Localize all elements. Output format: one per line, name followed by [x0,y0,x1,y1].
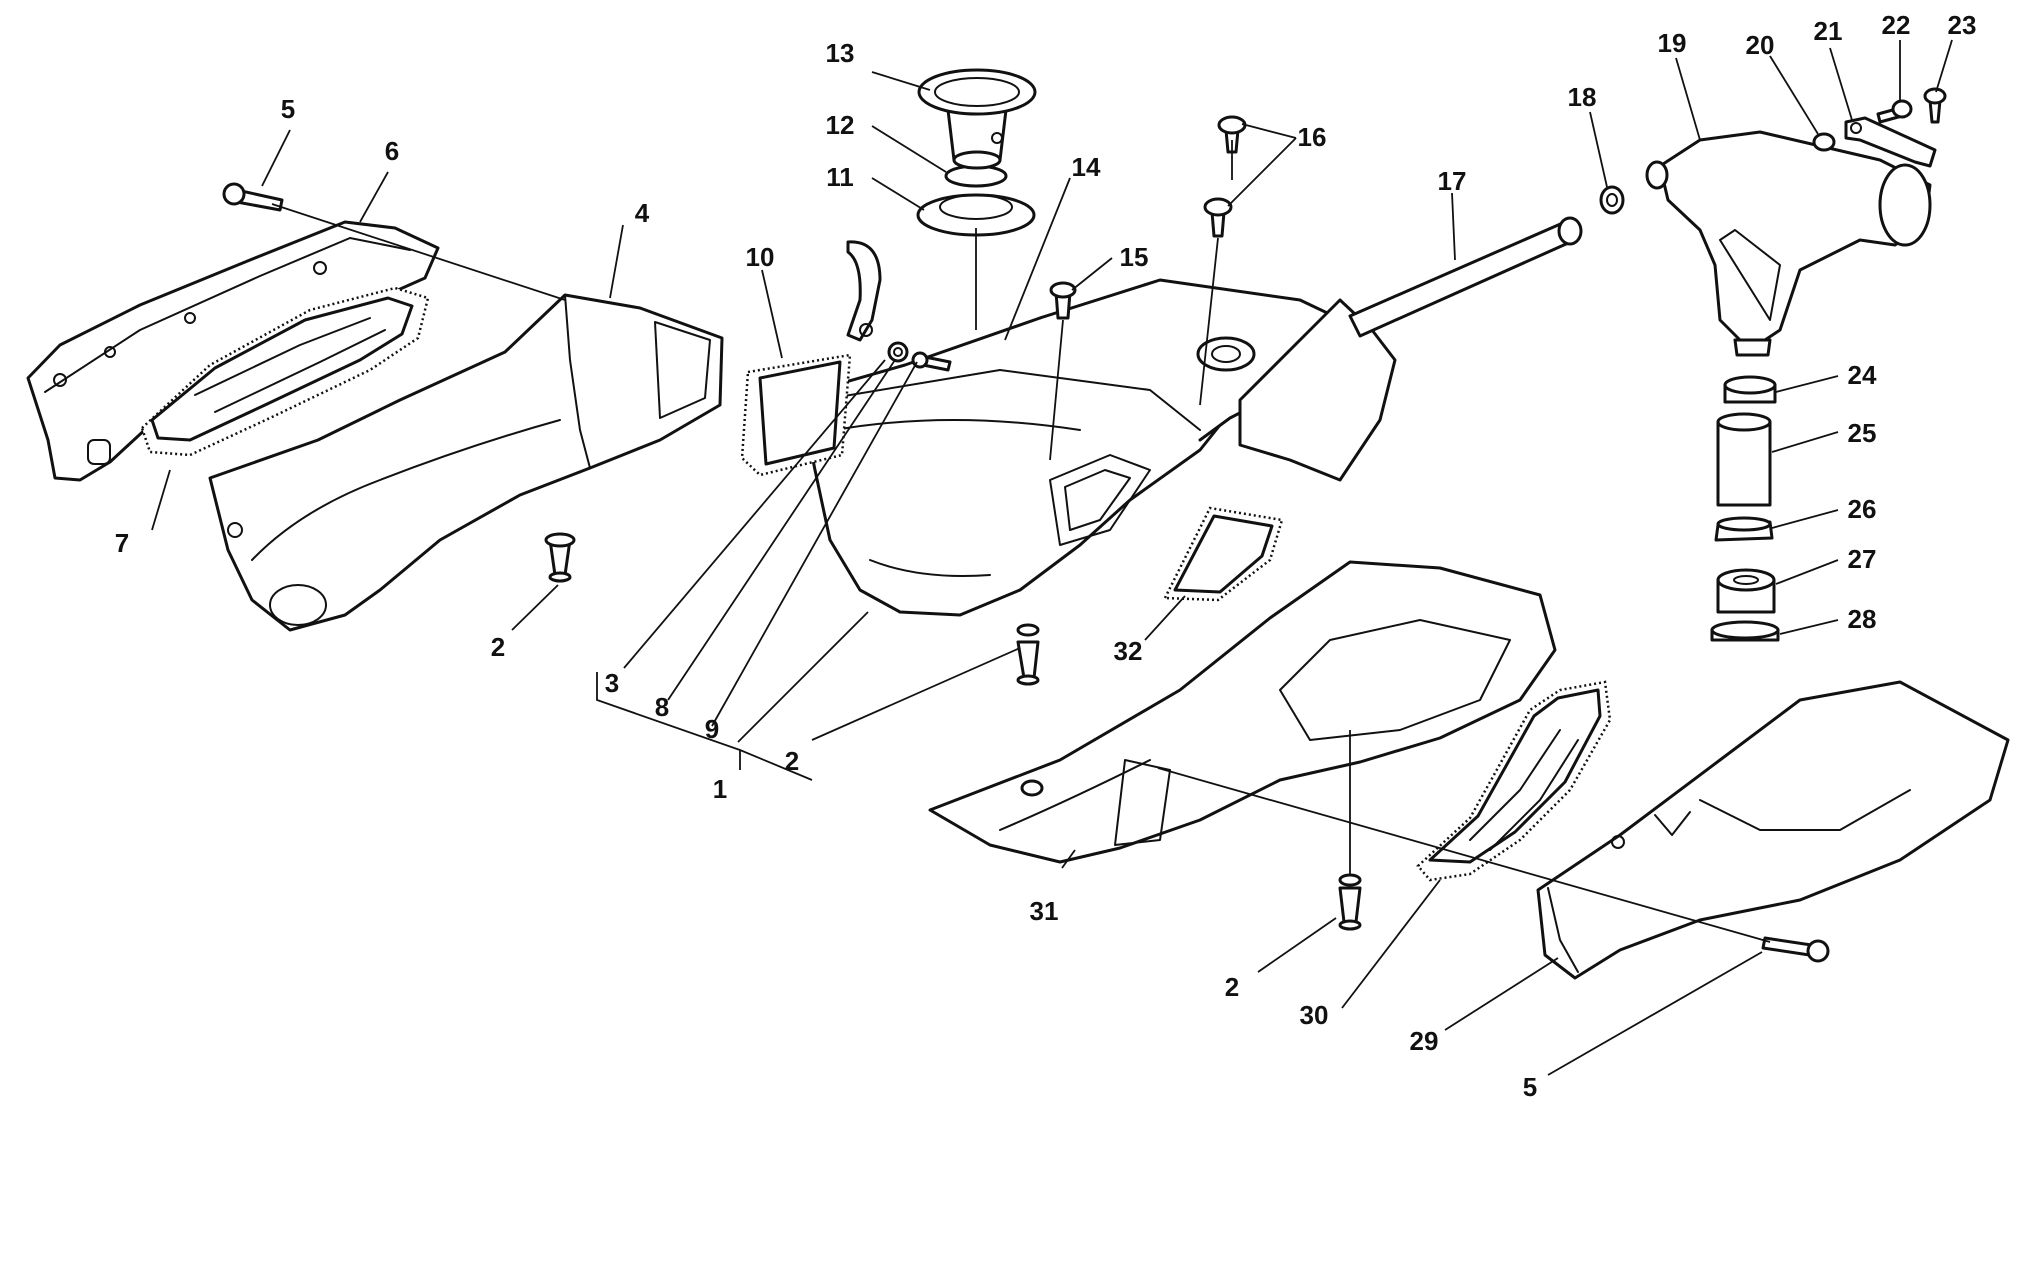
grommet-part-2-left [544,532,576,583]
callout-8: 8 [655,692,669,722]
grommet-part-2-right [1338,873,1362,931]
callout-20: 20 [1746,30,1775,60]
leader-lines [151,39,1953,1076]
screw-part-23 [1923,87,1947,124]
filler-cap-part-13 [917,68,1037,170]
callout-30: 30 [1300,1000,1329,1030]
screw-part-15 [1049,281,1077,320]
callout-22: 22 [1882,10,1911,40]
callout-19: 19 [1658,28,1687,58]
callout-23: 23 [1948,10,1977,40]
air-duct-part-4 [208,293,724,632]
callout-7: 7 [115,528,129,558]
callout-2-right: 2 [1225,972,1239,1002]
screws-part-16 [1203,115,1247,238]
callout-25: 25 [1848,418,1877,448]
callout-4: 4 [635,198,650,228]
air-filter-part-7 [140,286,430,457]
callout-26: 26 [1848,494,1877,524]
clamp-part-18 [1599,185,1625,215]
gasket-part-10 [740,353,852,477]
spring-washer-part-26 [1714,516,1774,542]
callout-21: 21 [1814,16,1843,46]
bushing-part-27 [1716,568,1776,614]
callout-9: 9 [705,714,719,744]
spacer-part-25 [1716,412,1772,507]
callout-14: 14 [1072,152,1101,182]
callout-31: 31 [1030,896,1059,926]
callout-3: 3 [605,668,619,698]
nut-part-24 [1723,375,1777,404]
callout-12: 12 [826,110,855,140]
seal-frame-part-32 [1163,506,1284,602]
callout-1: 1 [713,774,727,804]
callout-labels: 1 2 2 2 3 4 5 5 6 7 8 9 10 11 12 13 14 1… [115,10,1977,1102]
grommet-part-2-center [1016,623,1040,686]
callout-5-top: 5 [281,94,295,124]
hose-part-17 [1348,216,1583,338]
side-cover-part-29 [1536,680,2010,980]
callout-10: 10 [746,242,775,272]
bracket-part-21 [1844,116,1937,168]
filter-housing-part-19 [1645,130,1932,357]
hinge-clip-part-3 [846,240,882,342]
screw-part-22 [1876,99,1913,124]
callout-17: 17 [1438,166,1467,196]
ring-part-28 [1710,620,1780,642]
nipple-part-20 [1812,132,1836,152]
callout-28: 28 [1848,604,1877,634]
tank-body-part-14 [798,278,1397,617]
callout-29: 29 [1410,1026,1439,1056]
callout-27: 27 [1848,544,1877,574]
washer-part-8 [887,341,909,363]
callout-24: 24 [1848,360,1877,390]
callout-18: 18 [1568,82,1597,112]
callout-2-center: 2 [785,746,799,776]
screw-part-5-left [222,182,284,212]
air-filter-part-30 [1416,680,1612,882]
air-duct-part-31 [928,560,1557,864]
callout-2-left: 2 [491,632,505,662]
callout-11: 11 [826,162,854,192]
callout-6: 6 [385,136,399,166]
callout-13: 13 [826,38,855,68]
screw-part-5-right [1761,936,1830,963]
callout-15: 15 [1120,242,1149,272]
callout-32: 32 [1114,636,1143,666]
callout-16: 16 [1298,122,1327,152]
callout-5-bottom: 5 [1523,1072,1537,1102]
